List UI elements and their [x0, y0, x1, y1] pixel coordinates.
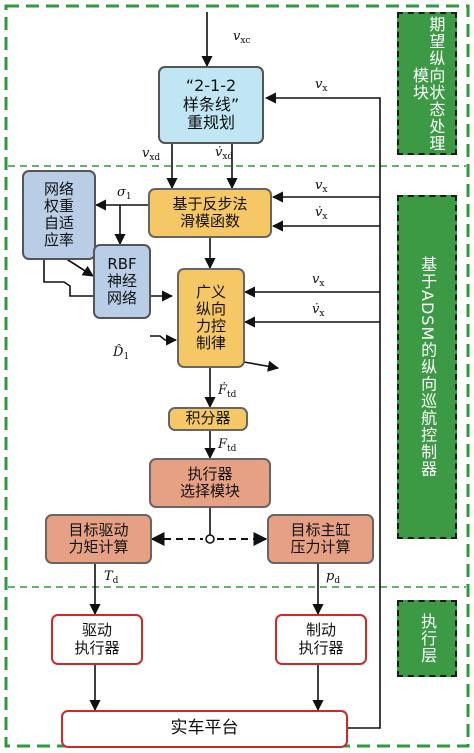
label-sigma1-base: σ [117, 185, 126, 200]
master-pressure-calc-text: 目标主缸 压力计算 [290, 520, 351, 556]
label-v-x-1-sub: x [322, 185, 328, 195]
integrator-block: 积分器 [168, 407, 248, 431]
arrow-weight-to-control [43, 258, 174, 302]
switch-node [205, 534, 215, 544]
control-law-block: 广义 纵向 力控 制律 [177, 268, 245, 368]
integrator-text: 积分器 [185, 409, 231, 428]
weight-adaptive-text: 网络 权重 自适 应率 [43, 179, 74, 250]
module-label-middle: 基于ADSM的纵向巡航控制器 [397, 195, 457, 539]
label-v-x-dot-1-sub: x [322, 212, 328, 222]
label-f-td-dot-base: Ḟ [218, 383, 228, 398]
label-sigma1: σ1 [117, 186, 132, 202]
label-v-xc: vxc [233, 30, 250, 46]
drive-torque-calc-text: 目标驱动 力矩计算 [68, 520, 129, 556]
spline-replanning-text: “2-1-2 样条线” 重规划 [182, 76, 240, 133]
actuator-select-text: 执行器 选择模块 [179, 464, 240, 500]
label-v-x-dot-1-base: v̇ [315, 205, 323, 220]
rbf-network-block: RBF 神经 网络 [93, 244, 151, 319]
label-v-xd-base: v [142, 146, 150, 161]
arrow-d1hat-out [243, 360, 280, 372]
label-v-x-dot-2-sub: x [319, 309, 325, 319]
label-v-x-feedback-sub: x [322, 84, 328, 94]
label-v-x-1-base: v [315, 178, 323, 193]
label-t-d-sub: d [112, 576, 119, 586]
brake-actuator-block: 制动 执行器 [275, 614, 367, 665]
module-label-upper: 期望纵向状态处理模块 [397, 12, 457, 155]
arrow-rbf-to-control [150, 334, 178, 346]
label-p-d-base: p [326, 569, 335, 584]
label-v-x-2-sub: x [319, 279, 325, 289]
drive-actuator-block: 驱动 执行器 [51, 614, 143, 665]
drive-torque-calc-block: 目标驱动 力矩计算 [45, 514, 152, 564]
label-f-td: Ftd [218, 438, 236, 454]
label-v-x-dot-2: v̇x [312, 303, 324, 319]
weight-adaptive-block: 网络 权重 自适 应率 [22, 170, 96, 260]
label-v-x-2: vx [312, 273, 324, 289]
label-v-xd: vxd [142, 147, 160, 163]
label-v-x-1: vx [315, 179, 327, 195]
label-v-xc-sub: xc [240, 36, 251, 46]
vehicle-platform-text: 实车平台 [170, 718, 239, 739]
brake-actuator-text: 制动 执行器 [298, 621, 344, 657]
label-v-xd-sub: xd [149, 153, 161, 163]
label-t-d-base: T [104, 569, 113, 584]
label-f-td-sub: td [227, 444, 237, 454]
rbf-network-text: RBF 神经 网络 [106, 254, 137, 308]
label-sigma1-sub: 1 [125, 192, 132, 202]
label-d1-hat: D̂1 [113, 346, 129, 362]
label-v-x-feedback-base: v [315, 77, 323, 92]
arrow-weight-to-rbf-tip [64, 257, 94, 277]
label-d1-hat-sub: 1 [123, 352, 130, 362]
vehicle-platform-block: 实车平台 [61, 710, 348, 748]
label-p-d-sub: d [334, 576, 341, 586]
label-v-xd-dot-sub: xd [222, 152, 234, 162]
backstepping-sliding-block: 基于反步法 滑模函数 [148, 188, 272, 238]
feedback-loop [264, 92, 381, 729]
label-v-x-feedback: vx [315, 78, 327, 94]
label-p-d: pd [326, 570, 340, 586]
label-f-td-base: F [218, 437, 228, 452]
label-v-x-2-base: v [312, 272, 320, 287]
label-t-d: Td [104, 570, 118, 586]
label-f-td-dot: Ḟtd [218, 384, 236, 400]
label-f-td-dot-sub: td [227, 390, 237, 400]
label-v-x-dot-2-base: v̇ [312, 302, 320, 317]
master-pressure-calc-block: 目标主缸 压力计算 [267, 514, 374, 564]
label-v-xd-dot: v̇xd [215, 146, 233, 162]
module-label-lower: 执行层 [397, 600, 457, 677]
backstepping-sliding-text: 基于反步法 滑模函数 [172, 194, 248, 230]
control-law-text: 广义 纵向 力控 制律 [195, 282, 226, 353]
label-d1-hat-base: D̂ [113, 345, 124, 360]
drive-actuator-text: 驱动 执行器 [74, 621, 120, 657]
actuator-select-block: 执行器 选择模块 [149, 458, 271, 508]
label-v-xd-dot-base: v̇ [215, 145, 223, 160]
spline-replanning-block: “2-1-2 样条线” 重规划 [158, 66, 264, 144]
label-v-xc-base: v [233, 29, 241, 44]
label-v-x-dot-1: v̇x [315, 206, 327, 222]
